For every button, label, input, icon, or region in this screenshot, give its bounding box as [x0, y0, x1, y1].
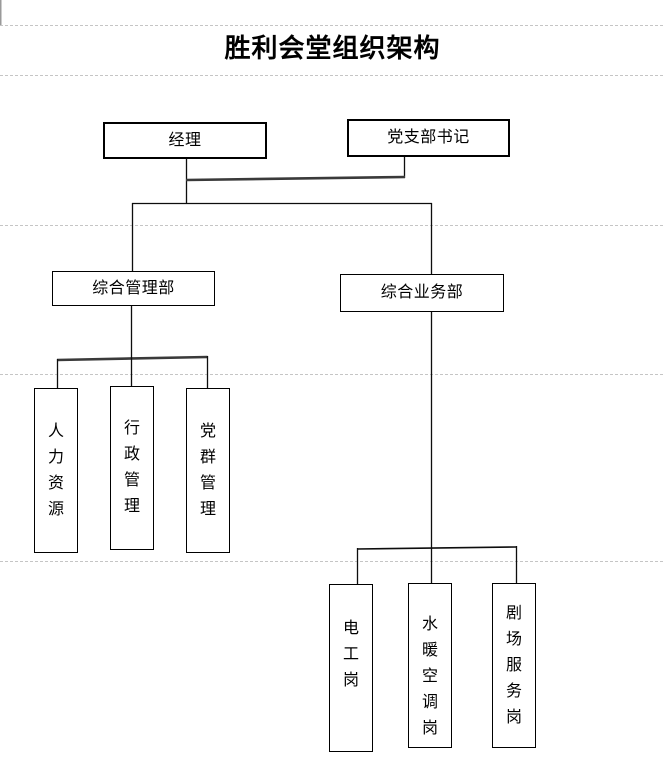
org-node-human-resources-label: 人力资源 [47, 422, 64, 518]
org-node-general-business-dept-label: 综合业务部 [380, 284, 464, 301]
org-node-general-business-dept: 综合业务部 [340, 274, 504, 312]
page-title: 胜利会堂组织架构 [224, 34, 441, 63]
page-gridlines [0, 0, 665, 562]
org-node-theater-service-post: 剧场服务岗 [492, 583, 536, 748]
org-node-human-resources: 人力资源 [34, 388, 78, 553]
org-node-administrative-management: 行政管理 [110, 386, 154, 550]
org-node-electrician-post: 电工岗 [329, 584, 373, 752]
org-node-manager-label: 经理 [168, 131, 202, 149]
org-node-electrician-post-label: 电工岗 [342, 620, 359, 689]
org-connector-lines [56, 156, 518, 585]
org-node-party-masses-management-label: 党群管理 [199, 422, 216, 518]
org-node-general-management-dept: 综合管理部 [52, 271, 215, 306]
org-node-theater-service-post-label: 剧场服务岗 [505, 604, 522, 726]
org-node-plumbing-hvac-post: 水暖空调岗 [408, 583, 452, 748]
org-node-manager: 经理 [103, 122, 267, 159]
org-node-party-masses-management: 党群管理 [186, 388, 230, 553]
org-node-general-management-dept-label: 综合管理部 [92, 279, 175, 297]
org-node-party-branch-secretary-label: 党支部书记 [387, 129, 470, 146]
org-node-party-branch-secretary: 党支部书记 [347, 119, 510, 157]
org-node-administrative-management-label: 行政管理 [123, 420, 140, 515]
org-node-plumbing-hvac-post-label: 水暖空调岗 [421, 615, 438, 737]
